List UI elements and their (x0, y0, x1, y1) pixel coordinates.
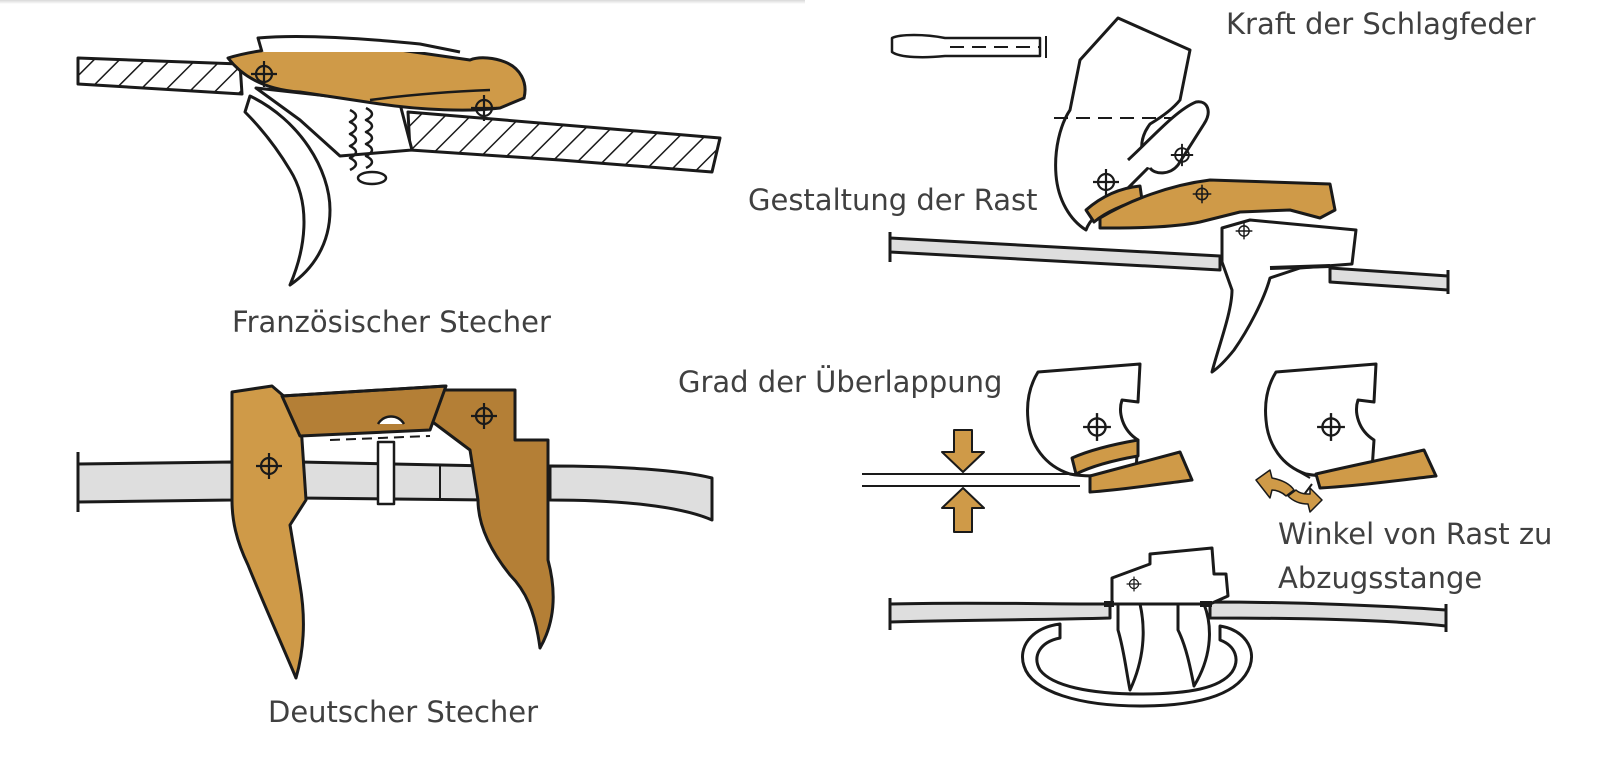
label-french-trigger: Französischer Stecher (232, 305, 551, 339)
trigger-guard (1021, 622, 1253, 708)
bottom-trigger-block (1110, 546, 1230, 606)
german-stock-rail-left (76, 460, 234, 504)
french-trigger-blade (243, 94, 332, 287)
german-trigger-illustration (76, 384, 714, 680)
german-rear-trigger (428, 388, 555, 650)
hammer-assembly-illustration (888, 16, 1450, 374)
trigger-top (1210, 218, 1358, 374)
label-angle-line1: Winkel von Rast zu (1278, 517, 1552, 551)
double-trigger-illustration (888, 546, 1448, 708)
bottom-rail-left (888, 601, 1112, 624)
sear-spring-arm (1126, 100, 1210, 175)
angle-sear (1314, 448, 1438, 490)
french-spring-icon (348, 108, 358, 172)
angle-arrow-right-icon (1287, 487, 1323, 513)
angle-detail-illustration (1255, 362, 1438, 513)
label-mainspring-force: Kraft der Schlagfeder (1226, 7, 1536, 41)
overlap-sear (1088, 450, 1194, 494)
overlap-arrow-up-icon (941, 487, 985, 533)
overlap-arrow-down-icon (941, 429, 985, 473)
label-german-trigger: Deutscher Stecher (268, 695, 538, 729)
bottom-rail-right (1208, 600, 1448, 628)
top-shadow-bar (0, 0, 805, 4)
overlap-detail-illustration (862, 362, 1194, 533)
firing-pin-icon (890, 33, 1042, 59)
rail-top (888, 236, 1222, 272)
bottom-front-trigger (1116, 602, 1145, 692)
french-stock-hatched-right (406, 110, 722, 174)
label-overlap-degree: Grad der Überlappung (678, 365, 1002, 399)
german-front-trigger (230, 384, 308, 680)
label-angle-line2: Abzugsstange (1278, 561, 1482, 595)
sear-lever (1098, 178, 1337, 230)
angle-hammer (1264, 362, 1378, 478)
label-notch-design: Gestaltung der Rast (748, 183, 1038, 217)
french-trigger-illustration (76, 34, 722, 287)
german-stock-rail-right (548, 464, 714, 522)
bottom-rear-trigger (1176, 602, 1211, 688)
german-center-pin (376, 440, 396, 506)
french-stock-hatched (76, 56, 244, 96)
angle-arrow-left-icon (1255, 469, 1295, 499)
